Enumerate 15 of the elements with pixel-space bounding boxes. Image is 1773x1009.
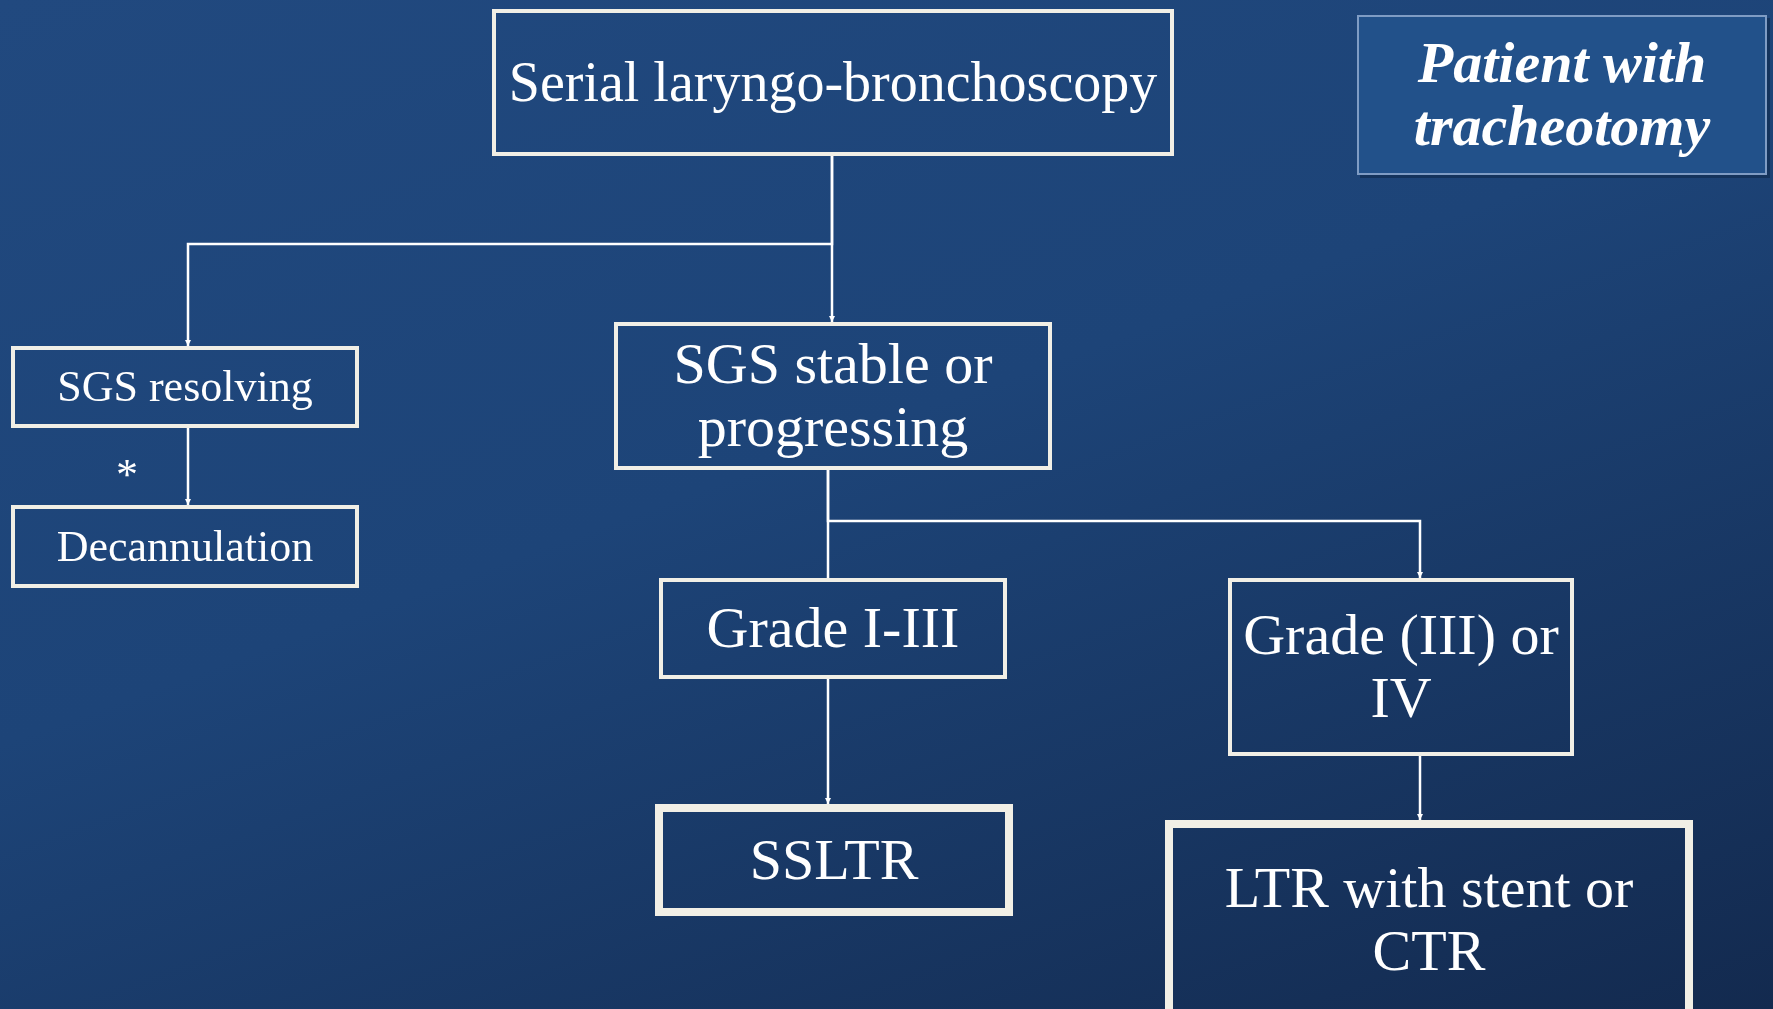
process-box: LTR with stent or CTR [1165,820,1693,1009]
arrow [826,470,1423,578]
arrow [185,428,191,505]
title-box: Patient with tracheotomy [1357,15,1767,175]
process-box: SSLTR [655,804,1013,916]
edge-label: * [116,452,138,497]
process-box: SGS resolving [11,346,359,428]
process-box: Serial laryngo-bronchoscopy [492,9,1174,156]
process-box: SGS stable or progressing [614,322,1052,470]
process-box: Grade (III) or IV [1228,578,1574,756]
arrow [1417,756,1423,820]
process-box: Decannulation [11,505,359,588]
arrow [825,679,831,804]
process-box: Grade I-III [659,578,1007,679]
arrow [829,156,835,322]
